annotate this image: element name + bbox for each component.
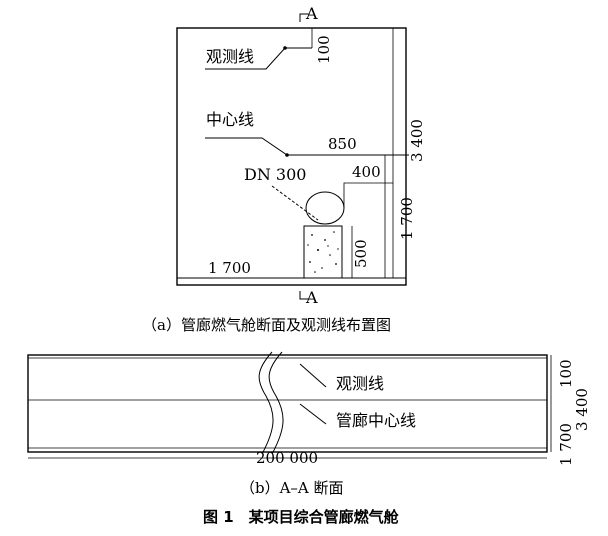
dim-400: 400 (352, 163, 381, 181)
section-mark-top-symbol (299, 13, 309, 22)
pipe-leader (271, 185, 319, 221)
pipe-label: DN 300 (244, 165, 306, 184)
observation-line-label: 观测线 (206, 47, 254, 66)
center-point (285, 153, 289, 157)
observation-label-b: 观测线 (336, 374, 384, 393)
cross-section-a: A A 观测线 100 中心线 850 DN 300 400 500 (142, 4, 426, 334)
break-line-left (258, 351, 274, 455)
section-mark-bottom: A (305, 288, 318, 307)
dim-1700-right: 1 700 (398, 197, 416, 240)
observation-point (283, 46, 287, 50)
pipe-support-pier (303, 225, 343, 279)
dim-100-b: 100 (557, 359, 575, 388)
dim-100-a: 100 (315, 35, 333, 64)
cabin-outline (176, 27, 407, 286)
dim-3400-b: 3 400 (573, 388, 591, 431)
caption-b: （b）A–A 断面 (240, 479, 344, 497)
section-mark-bottom-symbol (299, 291, 309, 300)
figure-title: 图 1 某项目综合管廊燃气舱 (203, 508, 400, 526)
dim-850: 850 (328, 135, 357, 153)
observation-leader-b (299, 363, 327, 388)
center-leader-b (299, 403, 327, 425)
dim-1700-bottom: 1 700 (208, 259, 251, 277)
dim-400-line (343, 182, 393, 208)
dim-1700-b: 1 700 (557, 423, 575, 466)
caption-a: （a）管廊燃气舱断面及观测线布置图 (142, 316, 391, 334)
observation-line-leader (205, 47, 312, 70)
center-label-b: 管廊中心线 (336, 411, 416, 430)
center-line-leader (205, 137, 409, 156)
center-line-label: 中心线 (206, 110, 254, 129)
gas-pipe (305, 191, 345, 225)
break-line-right (268, 351, 284, 455)
tunnel-outline (27, 354, 548, 453)
section-mark-top: A (305, 4, 318, 23)
dim-3400: 3 400 (408, 119, 426, 162)
longitudinal-section-b: 观测线 管廊中心线 100 3 400 1 700 200 000 （b）A–A… (27, 351, 591, 497)
pier-hatch (307, 231, 339, 273)
length-200000: 200 000 (256, 449, 318, 467)
dim-500: 500 (352, 239, 370, 268)
